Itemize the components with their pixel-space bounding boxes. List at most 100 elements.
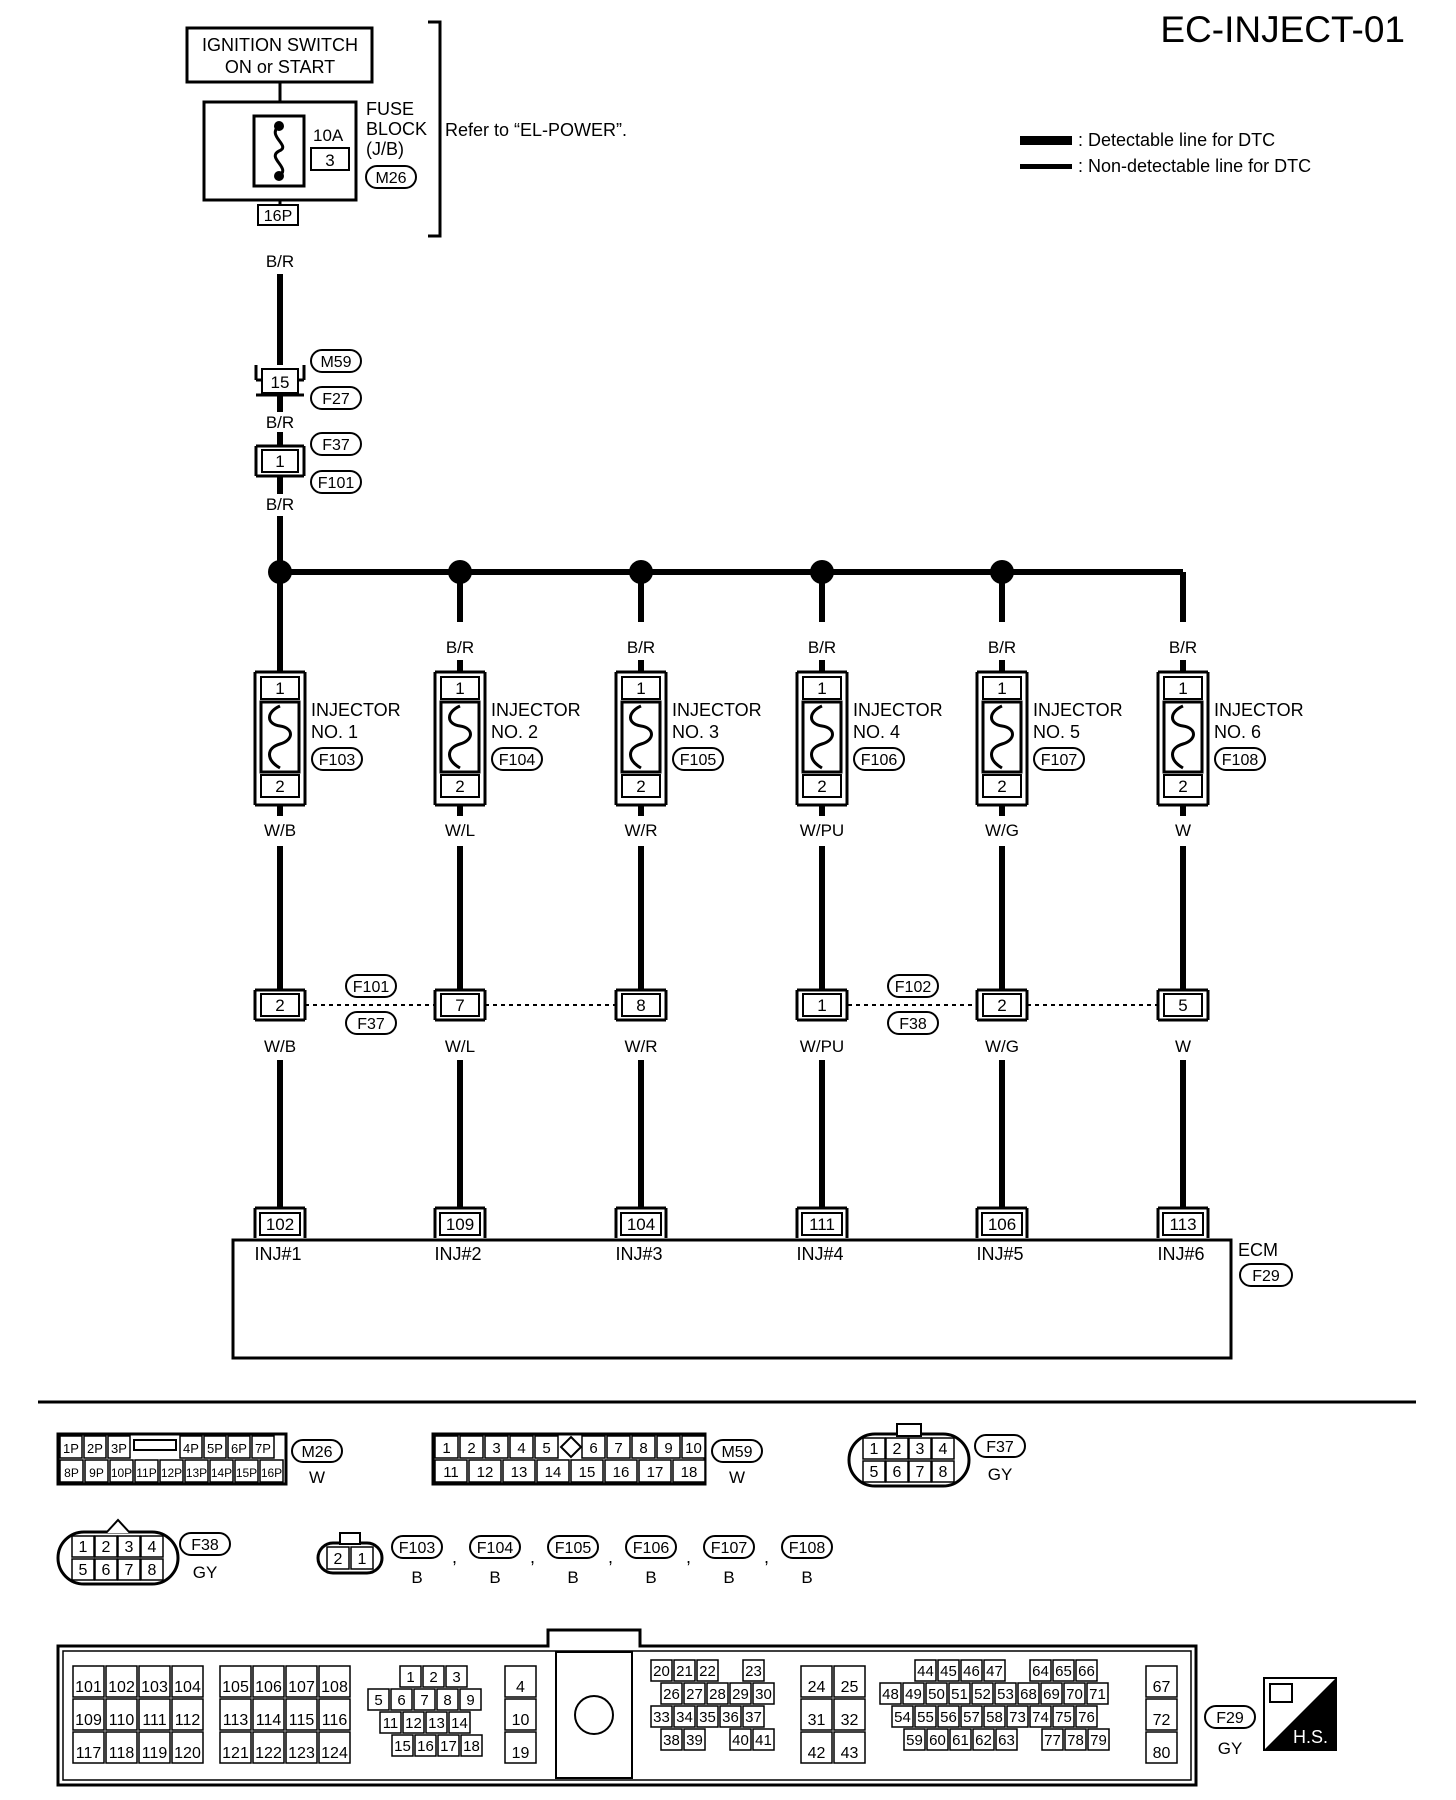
pin-number: 1	[358, 1551, 367, 1568]
injector-number: NO. 6	[1214, 722, 1261, 742]
pin-number: 68	[1020, 1686, 1037, 1703]
pin-number: 123	[288, 1745, 315, 1762]
pin-number: 59	[906, 1732, 923, 1749]
pin-number: 63	[998, 1732, 1015, 1749]
injector-connector-id: F105	[680, 752, 717, 769]
pin-number: 18	[681, 1464, 698, 1481]
pin-number: 6P	[231, 1441, 247, 1456]
injector-pin-out: 2	[1178, 777, 1187, 796]
pin-number: 120	[174, 1745, 201, 1762]
injector-body	[620, 700, 662, 774]
supply-connector-1: 15 M59 F27	[254, 349, 362, 410]
pin-number: 20	[653, 1663, 670, 1680]
injector-pin-in: 1	[275, 679, 284, 698]
pin-number: 52	[974, 1686, 991, 1703]
solenoid-coil-icon	[810, 704, 834, 770]
injector-pin-in: 1	[1178, 679, 1187, 698]
pin-number: 23	[745, 1663, 762, 1680]
injector-label: INJECTOR	[853, 700, 943, 720]
pin-number: 8	[148, 1562, 157, 1579]
solenoid-coil-icon	[1171, 704, 1195, 770]
connector-id: F106	[633, 1540, 670, 1557]
injector-in-wire-color: B/R	[988, 638, 1016, 657]
ecm-wire-color: W/R	[624, 1037, 657, 1056]
separator-comma: ,	[686, 1547, 691, 1567]
pin-number: 104	[174, 1679, 201, 1696]
pin-number: 41	[755, 1732, 772, 1749]
connector-id: M59	[721, 1444, 752, 1461]
pin-number: 8	[443, 1692, 451, 1709]
svg-text:1: 1	[275, 452, 284, 471]
connector-id: F103	[399, 1540, 436, 1557]
pin-number: 9	[466, 1692, 474, 1709]
injector-pin-out: 2	[997, 777, 1006, 796]
pin-number: 79	[1090, 1732, 1107, 1749]
pin-number: 56	[940, 1709, 957, 1726]
legend-thick-line	[1020, 136, 1072, 145]
pin-number: 15	[394, 1738, 411, 1755]
injector-label: INJECTOR	[1214, 700, 1304, 720]
injector-connector-id: F108	[1222, 752, 1259, 769]
connector-color: B	[723, 1568, 734, 1587]
pin-number: 4	[148, 1539, 157, 1556]
pin-number: 22	[699, 1663, 716, 1680]
pin-number: 60	[929, 1732, 946, 1749]
legend: : Detectable line for DTC : Non-detectab…	[1020, 130, 1311, 176]
pin-number: 12P	[161, 1466, 182, 1480]
pin-number: 12	[477, 1464, 494, 1481]
pin-number: 70	[1066, 1686, 1083, 1703]
pin-number: 3	[125, 1539, 134, 1556]
connector-color: GY	[1218, 1739, 1243, 1758]
pin-number: 2	[893, 1441, 902, 1458]
legend-thin-line	[1020, 164, 1072, 169]
pin-number: 107	[288, 1679, 315, 1696]
pin-number: 26	[663, 1686, 680, 1703]
injector-pin-in: 1	[817, 679, 826, 698]
injector-connector-id: F106	[861, 752, 898, 769]
injector-body	[439, 700, 481, 774]
injector-out-wire-color: W/PU	[800, 821, 844, 840]
harness-side-icon	[1269, 1683, 1293, 1703]
connector-id: F37	[986, 1439, 1014, 1456]
pin-number: 36	[722, 1709, 739, 1726]
pin-number: 38	[663, 1732, 680, 1749]
injector-pin-out: 2	[817, 777, 826, 796]
supply-conn2-id-bottom: F101	[318, 475, 355, 492]
mid-connector-pin: 7	[455, 996, 464, 1015]
pin-number: 71	[1089, 1686, 1106, 1703]
pin-number: 2	[102, 1539, 111, 1556]
pin-number: 3	[452, 1669, 460, 1686]
injector-connector-id: F104	[499, 752, 536, 769]
pin-number: 14	[451, 1715, 468, 1732]
solenoid-coil-icon	[448, 704, 472, 770]
connector-color: B	[801, 1568, 812, 1587]
pin-number: 3	[492, 1440, 500, 1457]
injector-pin-in: 1	[636, 679, 645, 698]
pin-number: 77	[1044, 1732, 1061, 1749]
fuse-label-3: (J/B)	[366, 139, 404, 159]
ecm-pin-number: 102	[266, 1215, 294, 1234]
pin-number: 6	[102, 1562, 111, 1579]
pin-number: 49	[905, 1686, 922, 1703]
pin-number: 74	[1032, 1709, 1049, 1726]
supply-conn1-id-top: M59	[320, 354, 351, 371]
pin-number: 67	[1153, 1679, 1171, 1696]
connector-lock	[133, 1439, 177, 1451]
pin-number: 45	[940, 1663, 957, 1680]
connector-color: B	[567, 1568, 578, 1587]
mid-connector-pin: 2	[997, 996, 1006, 1015]
pin-number: 14	[545, 1464, 562, 1481]
pin-number: 4P	[183, 1441, 199, 1456]
pin-number: 115	[289, 1712, 315, 1729]
supply-conn1-id-bottom: F27	[322, 391, 350, 408]
fuse-terminal-label: 16P	[264, 208, 292, 225]
connector-id: F38	[191, 1537, 219, 1554]
pin-number: 2	[467, 1440, 475, 1457]
pin-number: 14P	[211, 1466, 232, 1480]
pin-number: 64	[1032, 1663, 1049, 1680]
pin-number: 114	[256, 1712, 282, 1729]
injector-label: INJECTOR	[491, 700, 581, 720]
